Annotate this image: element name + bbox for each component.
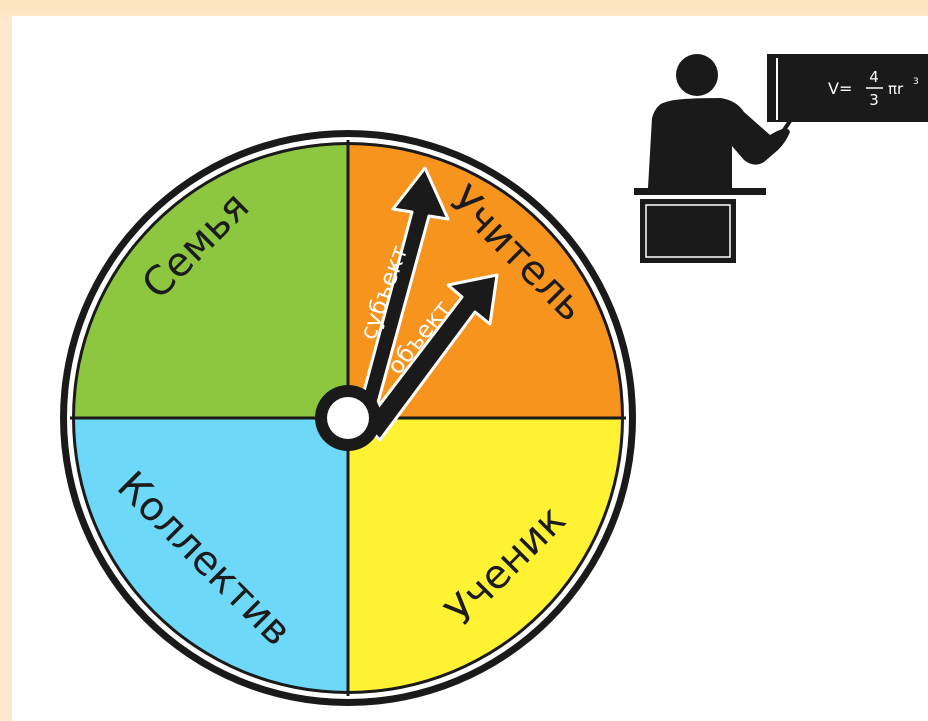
formula-numerator: 4: [869, 68, 879, 86]
teacher-head: [676, 54, 718, 96]
formula-exponent: 3: [913, 77, 919, 87]
formula-rhs: πr: [888, 80, 904, 98]
wheel-hub-inner: [327, 397, 369, 439]
desk-front: [640, 199, 736, 263]
teacher-icon: V= 4 3 πr 3: [634, 54, 928, 263]
formula-lhs: V=: [828, 79, 852, 98]
desk-top: [634, 188, 766, 195]
formula-denominator: 3: [869, 91, 879, 109]
